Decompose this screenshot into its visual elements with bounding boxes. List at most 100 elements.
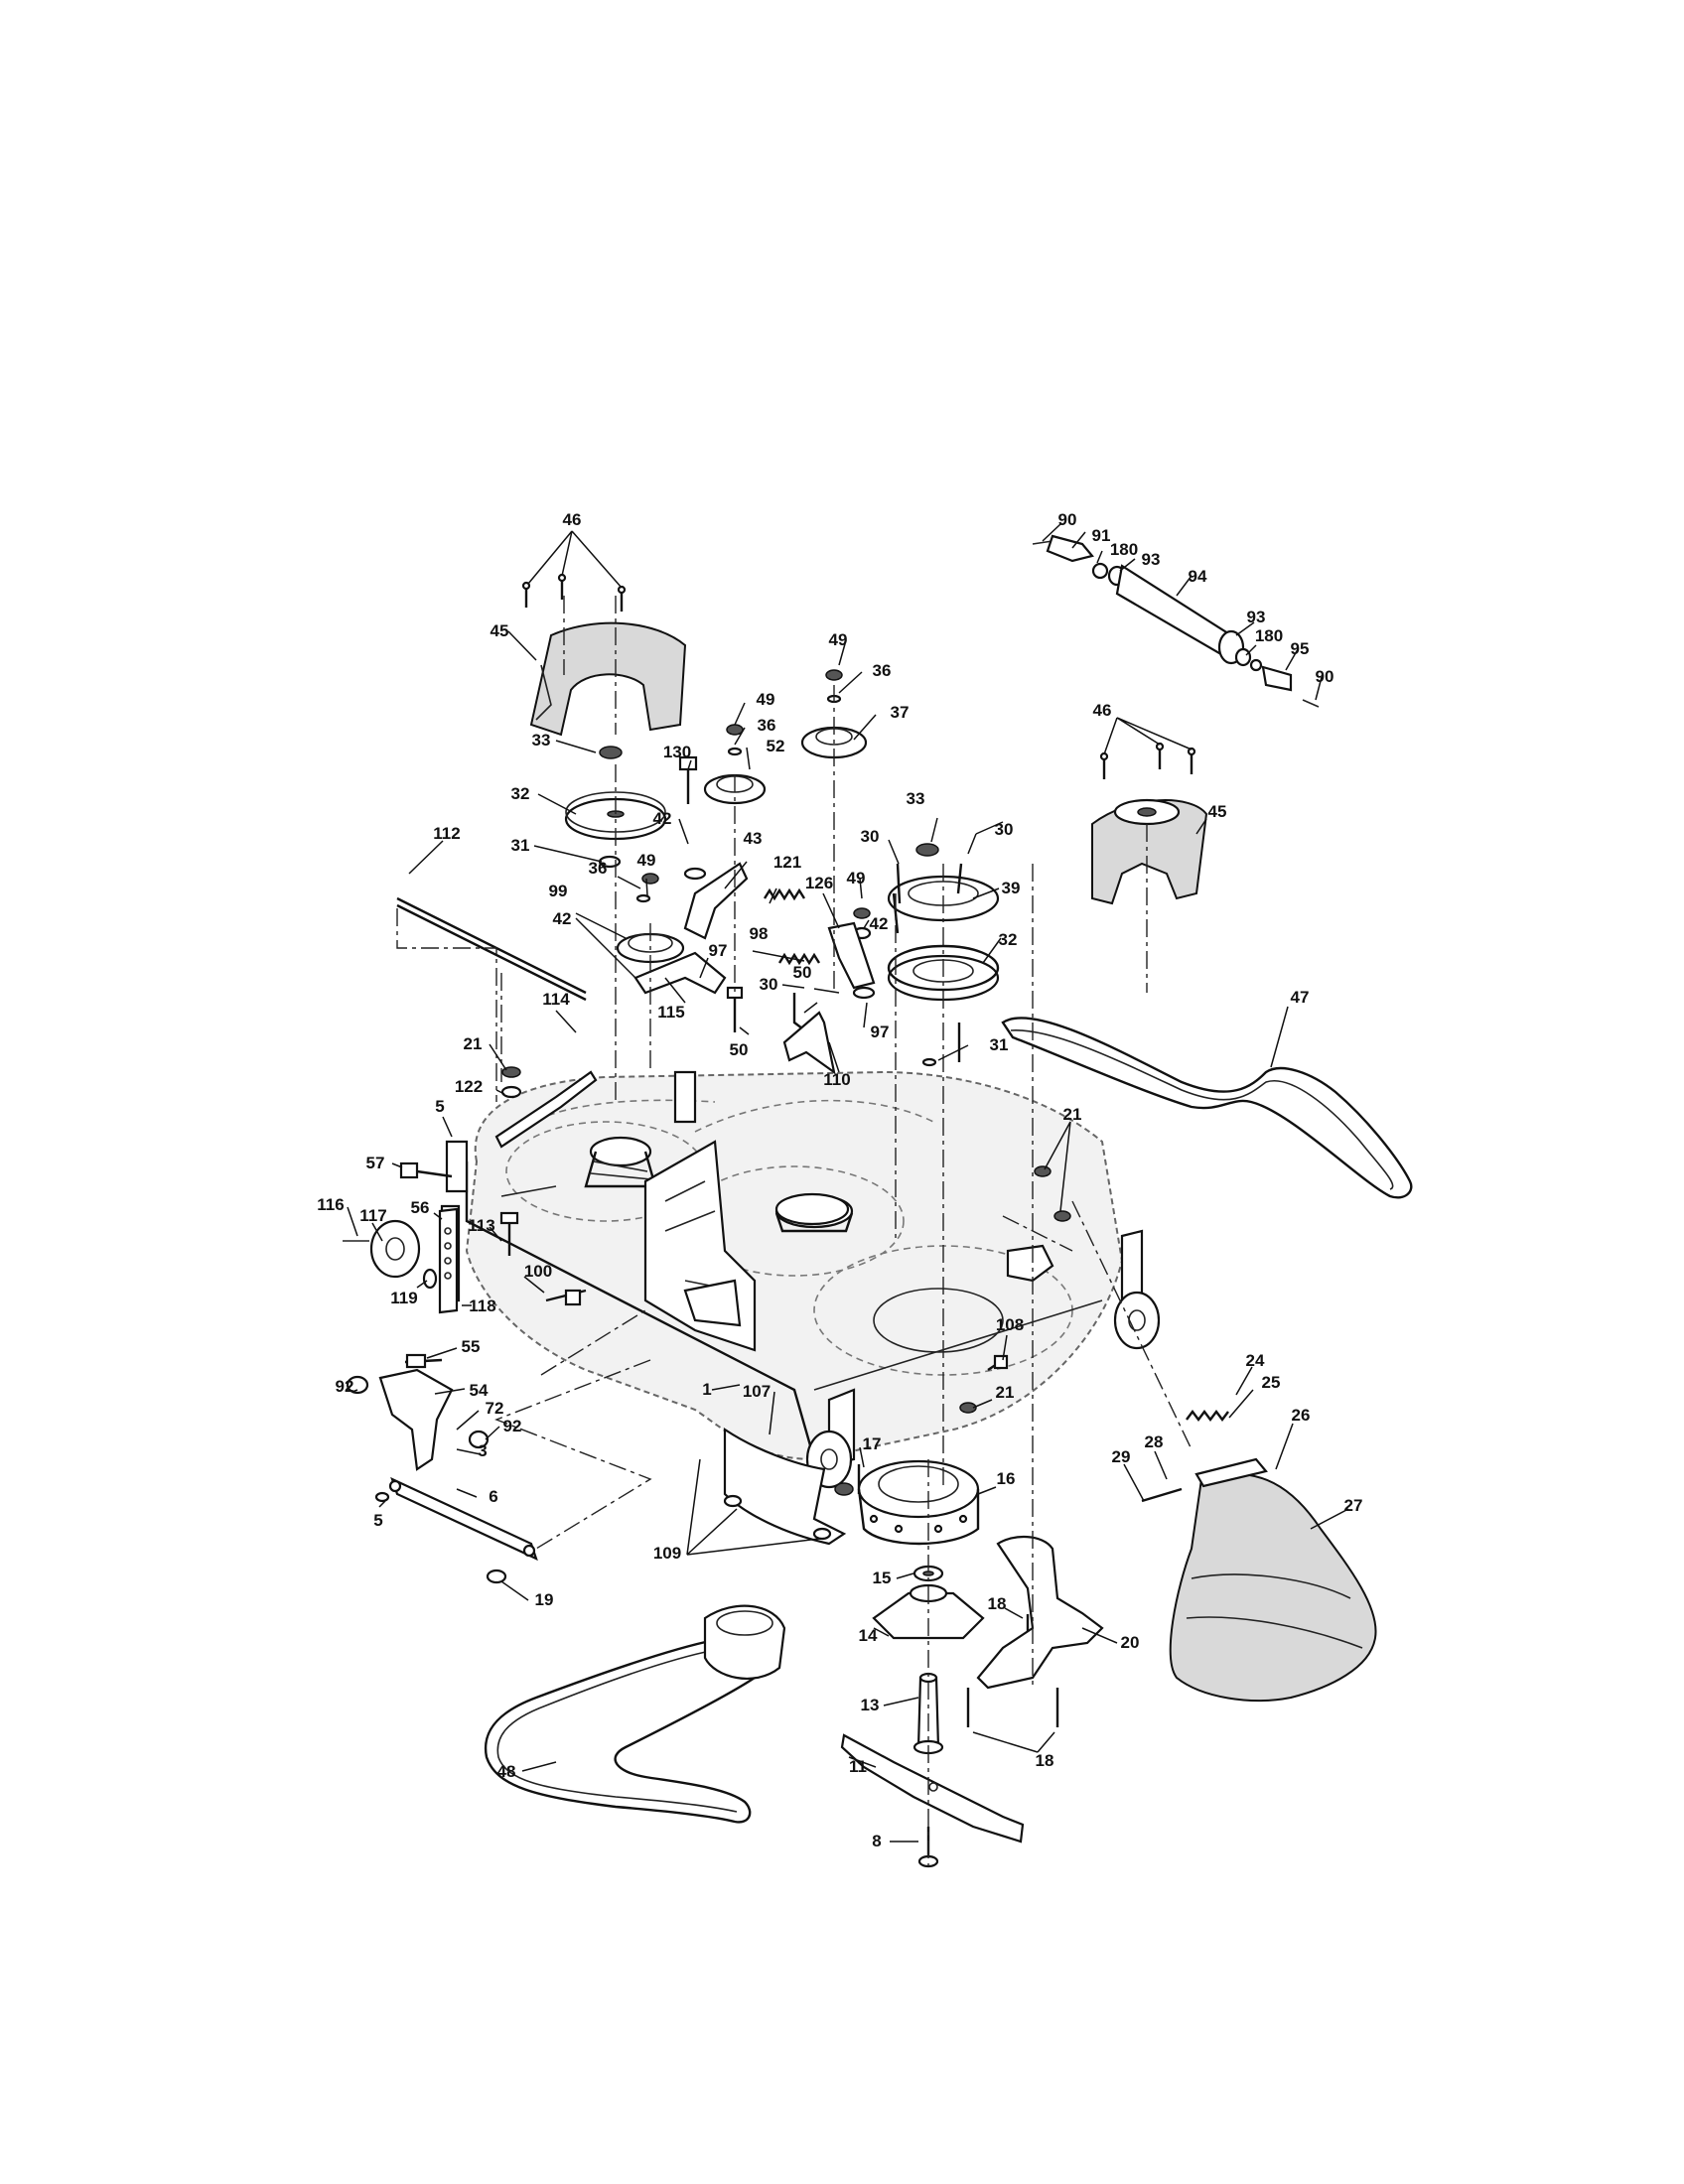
callout-43: 43 bbox=[744, 829, 763, 848]
callout-130: 130 bbox=[663, 743, 691, 761]
callout-24: 24 bbox=[1246, 1351, 1265, 1370]
idler-bracket-126 bbox=[827, 921, 876, 990]
callout-31-b: 31 bbox=[990, 1035, 1009, 1054]
spindle-housing-16 bbox=[857, 1459, 980, 1546]
callout-119: 119 bbox=[390, 1289, 417, 1307]
mandrel-guard-20 bbox=[976, 1535, 1104, 1690]
callout-33: 33 bbox=[532, 731, 551, 750]
callout-17: 17 bbox=[863, 1434, 882, 1453]
callout-37: 37 bbox=[891, 703, 910, 722]
idler-bracket-rear bbox=[1006, 1244, 1054, 1283]
callout-36-c: 36 bbox=[873, 661, 892, 680]
callout-56: 56 bbox=[411, 1198, 430, 1217]
callout-45-b: 45 bbox=[1208, 802, 1227, 821]
callout-16: 16 bbox=[997, 1469, 1016, 1488]
callout-36-b: 36 bbox=[758, 716, 776, 735]
bracket-114 bbox=[494, 1070, 697, 1149]
callout-42-c: 42 bbox=[870, 914, 889, 933]
center-lines bbox=[396, 596, 1193, 1866]
center-pulley-on-deck bbox=[774, 1192, 850, 1226]
belt-47 bbox=[1001, 1017, 1413, 1199]
callout-15: 15 bbox=[873, 1569, 892, 1587]
bracket-110 bbox=[782, 1011, 836, 1075]
idler-arm-43 bbox=[683, 862, 749, 940]
callout-110: 110 bbox=[823, 1070, 850, 1089]
callout-117: 117 bbox=[359, 1206, 386, 1225]
callout-49-d: 49 bbox=[847, 869, 866, 887]
spindle-pulley-32-right bbox=[887, 944, 1000, 1002]
callout-49-c: 49 bbox=[829, 630, 848, 649]
callout-48: 48 bbox=[497, 1762, 516, 1781]
callout-97: 97 bbox=[709, 941, 728, 960]
callout-30-b: 30 bbox=[861, 827, 880, 846]
callout-72: 72 bbox=[486, 1399, 504, 1418]
callout-97-b: 97 bbox=[871, 1023, 890, 1041]
callout-42-b: 42 bbox=[653, 809, 672, 828]
callout-25: 25 bbox=[1262, 1373, 1281, 1392]
belt-cover-right bbox=[1091, 798, 1208, 905]
callout-109: 109 bbox=[653, 1544, 681, 1563]
gauge-wheel-117 bbox=[343, 1219, 438, 1290]
callout-118: 118 bbox=[469, 1297, 495, 1315]
callout-26: 26 bbox=[1292, 1406, 1311, 1425]
callout-107: 107 bbox=[743, 1382, 771, 1401]
callout-42: 42 bbox=[553, 909, 572, 928]
callout-33-b: 33 bbox=[907, 789, 925, 808]
callout-30: 30 bbox=[760, 975, 778, 994]
wheel-bracket-56 bbox=[438, 1207, 459, 1314]
callout-20: 20 bbox=[1121, 1633, 1140, 1652]
callout-90-b: 90 bbox=[1316, 667, 1334, 686]
callout-21-c: 21 bbox=[996, 1383, 1015, 1402]
callout-52: 52 bbox=[767, 737, 785, 755]
spring-25 bbox=[1186, 1410, 1229, 1422]
callout-99: 99 bbox=[549, 882, 568, 900]
callout-90: 90 bbox=[1058, 510, 1077, 529]
callout-5: 5 bbox=[435, 1097, 444, 1116]
callout-14: 14 bbox=[859, 1626, 878, 1645]
callout-45: 45 bbox=[491, 621, 509, 640]
callout-116: 116 bbox=[317, 1195, 344, 1214]
callout-113: 113 bbox=[468, 1216, 494, 1235]
callout-28: 28 bbox=[1145, 1433, 1164, 1451]
callout-19: 19 bbox=[535, 1590, 554, 1609]
callout-5-b: 5 bbox=[373, 1511, 382, 1530]
leader-lines bbox=[347, 523, 1349, 1843]
hanger-bracket-3 bbox=[346, 1368, 490, 1471]
callout-55: 55 bbox=[462, 1337, 481, 1356]
callout-31: 31 bbox=[511, 836, 530, 855]
callout-29: 29 bbox=[1112, 1447, 1131, 1466]
callout-6: 6 bbox=[489, 1487, 497, 1506]
callout-126: 126 bbox=[805, 874, 833, 892]
callout-18: 18 bbox=[988, 1594, 1007, 1613]
callout-27: 27 bbox=[1344, 1496, 1363, 1515]
deck-wheel-rear bbox=[1113, 1291, 1161, 1350]
callout-11: 11 bbox=[849, 1757, 867, 1776]
callout-98: 98 bbox=[750, 924, 769, 943]
callout-92: 92 bbox=[336, 1377, 354, 1396]
deflector-rod-112 bbox=[396, 896, 587, 1002]
callout-49: 49 bbox=[637, 851, 656, 870]
spring-121 bbox=[763, 887, 806, 901]
callout-46-b: 46 bbox=[1093, 701, 1112, 720]
callout-180: 180 bbox=[1110, 540, 1138, 559]
roller-assembly bbox=[1032, 534, 1320, 708]
belt-48 bbox=[484, 1604, 786, 1824]
callout-50-b: 50 bbox=[793, 963, 812, 982]
callout-39: 39 bbox=[1002, 879, 1021, 897]
discharge-chute-27 bbox=[1169, 1457, 1377, 1703]
callout-122: 122 bbox=[455, 1077, 483, 1096]
spring-98 bbox=[777, 952, 821, 966]
callout-21-b: 21 bbox=[1063, 1105, 1082, 1124]
callout-32: 32 bbox=[511, 784, 530, 803]
callout-57: 57 bbox=[366, 1154, 385, 1172]
callout-93: 93 bbox=[1142, 550, 1161, 569]
callout-18-b: 18 bbox=[1036, 1751, 1054, 1770]
callout-13: 13 bbox=[861, 1696, 880, 1714]
deck-spindle-left bbox=[584, 1136, 657, 1188]
link-6 bbox=[374, 1476, 538, 1584]
callout-100: 100 bbox=[524, 1262, 552, 1281]
callout-54: 54 bbox=[470, 1381, 489, 1400]
callout-94: 94 bbox=[1189, 567, 1207, 586]
callout-50: 50 bbox=[730, 1040, 749, 1059]
callout-labels: 46 45 33 32 112 31 36 49 99 42 97 115 11… bbox=[317, 510, 1362, 1850]
